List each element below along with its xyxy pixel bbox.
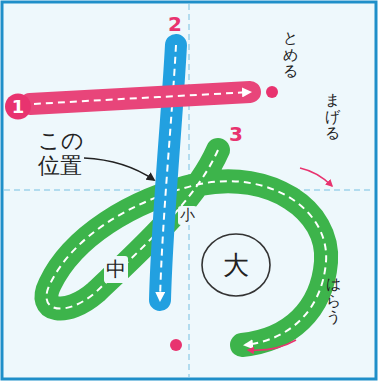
stroke-number: 3 <box>229 122 243 146</box>
stroke-three <box>46 150 326 345</box>
stroke-note: はらう <box>326 276 341 326</box>
size-mark: 小 <box>178 206 197 225</box>
stroke-number: 2 <box>168 12 182 36</box>
stroke-two <box>160 45 176 300</box>
node-text: 大 <box>223 248 249 283</box>
frame <box>2 2 376 379</box>
stroke-one <box>30 92 250 104</box>
stroke-note: とめる <box>283 30 298 80</box>
direction-arrow <box>248 340 296 350</box>
stroke-note: まげる <box>325 92 340 142</box>
size-circle: 大 <box>200 232 272 298</box>
leader-arrow <box>84 158 154 180</box>
number-disc <box>5 94 31 120</box>
size-mark: 中 <box>104 256 128 283</box>
stroke-guide <box>160 45 176 300</box>
stroke-guide <box>46 150 326 345</box>
end-dot <box>266 86 278 98</box>
direction-arrow <box>300 168 332 186</box>
end-dot <box>170 339 182 351</box>
stroke-guide <box>34 92 250 104</box>
position-note: この位置 <box>38 128 84 179</box>
stroke-number: 1 <box>4 91 32 122</box>
node-text: 1 <box>12 96 25 117</box>
hand-circle <box>202 234 270 296</box>
